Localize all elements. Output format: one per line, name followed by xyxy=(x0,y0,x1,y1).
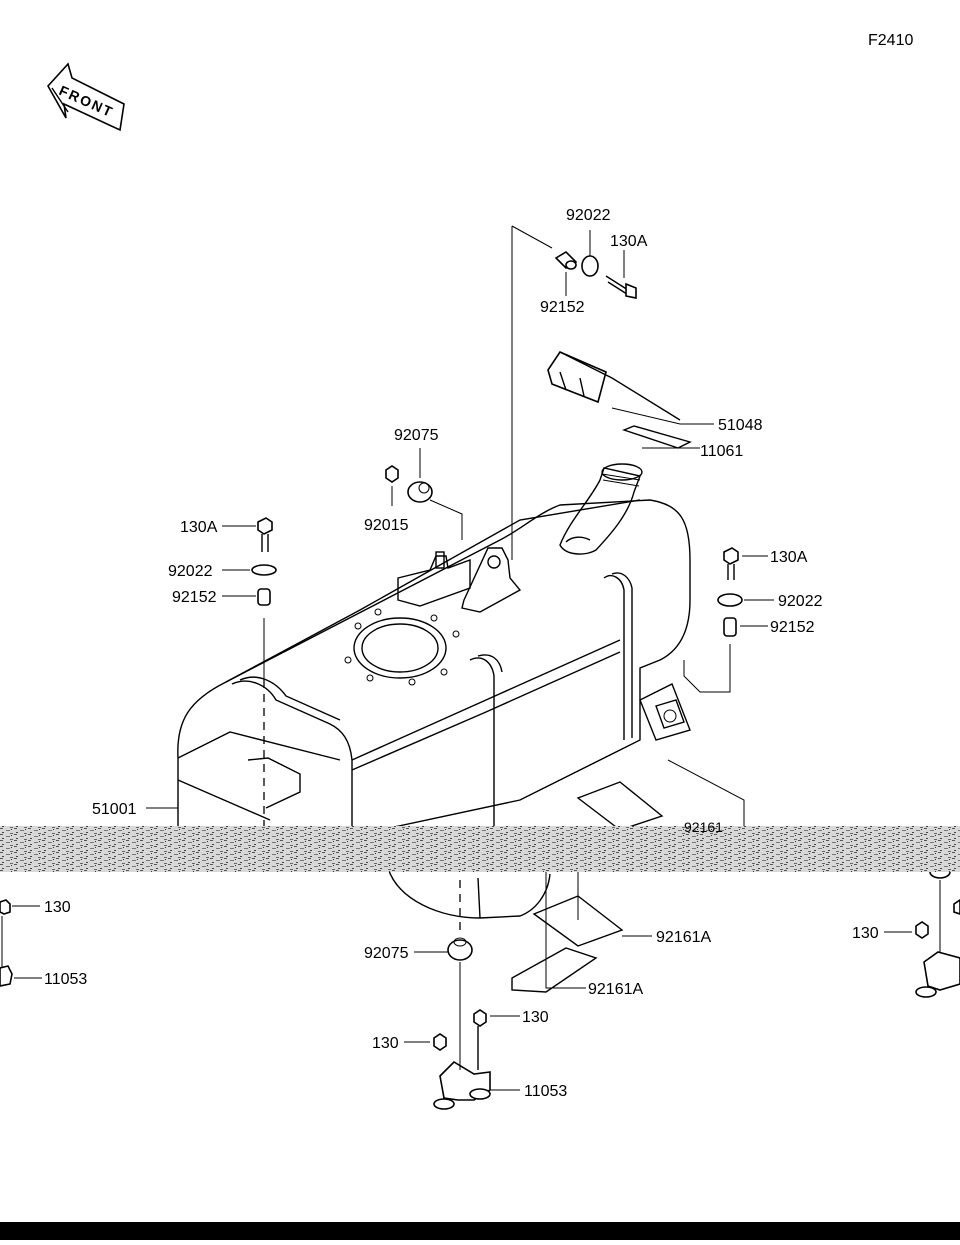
label-51048: 51048 xyxy=(718,417,763,434)
label-92161A-2: 92161A xyxy=(588,981,643,998)
grommet-92075-bottom xyxy=(447,937,473,961)
label-130-mid-right: 130 xyxy=(522,1009,549,1026)
pad-92161-upper xyxy=(576,781,664,831)
label-92022-top: 92022 xyxy=(566,207,611,224)
label-130A-right: 130A xyxy=(770,549,808,566)
bolt-130A-left xyxy=(257,517,273,552)
fuel-tank-51001 xyxy=(177,463,691,919)
washer-92022-left xyxy=(251,564,277,576)
collar-92152-right xyxy=(723,617,737,637)
label-92161A-1: 92161A xyxy=(656,929,711,946)
label-130-left-edge: 130 xyxy=(44,899,71,916)
bolt-130-mid-left xyxy=(433,1033,447,1051)
pad-92161A-b xyxy=(511,947,598,993)
bolt-130-left-edge xyxy=(0,899,11,915)
collar-92152-left xyxy=(257,588,271,606)
label-92022-left: 92022 xyxy=(168,563,213,580)
label-11061: 11061 xyxy=(700,443,743,460)
bolt-right-edge-top xyxy=(953,899,960,915)
figure-id: F2410 xyxy=(868,32,913,49)
label-11053-bottom: 11053 xyxy=(524,1083,567,1100)
bracket-11053-left-edge xyxy=(0,965,13,987)
label-92161-partial: 92161 xyxy=(684,819,723,835)
front-arrow-icon: FRONT xyxy=(47,62,125,132)
bracket-11053-right-edge xyxy=(915,865,960,998)
gasket-11061 xyxy=(621,425,692,449)
pad-92161A-a xyxy=(532,895,624,947)
label-92152-right: 92152 xyxy=(770,619,815,636)
bolt-130-right-edge xyxy=(915,921,929,939)
bolt-130A-top xyxy=(605,275,637,299)
label-92075-bottom: 92075 xyxy=(364,945,409,962)
leader-lines xyxy=(1,225,941,1091)
bolt-130A-right xyxy=(723,547,739,580)
label-92152-top: 92152 xyxy=(540,299,585,316)
image-noise-band xyxy=(0,826,960,872)
washer-92022-right xyxy=(717,593,743,607)
bracket-11053-bottom xyxy=(433,1060,491,1110)
label-130A-left: 130A xyxy=(180,519,218,536)
label-130A-top: 130A xyxy=(610,233,648,250)
grommet-92075-top xyxy=(407,481,433,503)
filler-cap-51048 xyxy=(547,350,681,421)
washer-92022-top xyxy=(581,255,599,277)
label-92152-left: 92152 xyxy=(172,589,217,606)
collar-92152-top xyxy=(554,250,578,270)
label-92015: 92015 xyxy=(364,517,409,534)
label-11053-left-edge: 11053 xyxy=(44,971,87,988)
bottom-black-bar xyxy=(0,1222,960,1240)
label-51001: 51001 xyxy=(92,801,137,818)
bolt-130-mid-right xyxy=(473,1009,487,1070)
label-130-mid-left: 130 xyxy=(372,1035,399,1052)
label-92075-top: 92075 xyxy=(394,427,439,444)
nut-92015 xyxy=(385,465,399,483)
label-130-right-edge: 130 xyxy=(852,925,879,942)
label-92022-right: 92022 xyxy=(778,593,823,610)
